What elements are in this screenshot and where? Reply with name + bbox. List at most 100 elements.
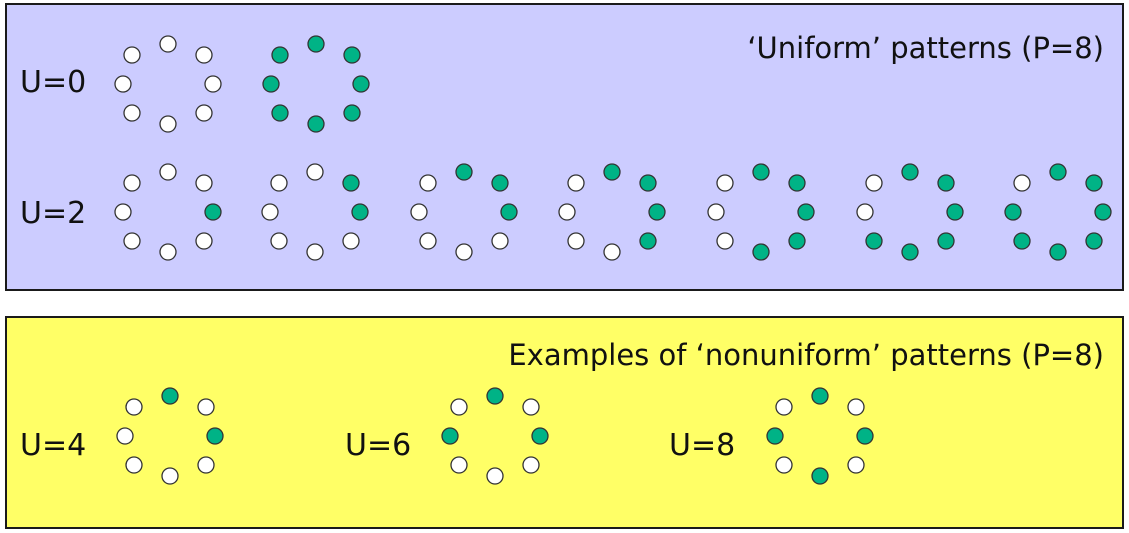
neighbor-bottom-left-empty	[775, 456, 793, 474]
neighbor-bottom-left-empty	[123, 104, 141, 122]
neighbor-bottom-right-empty	[342, 232, 360, 250]
neighbor-bottom-filled	[901, 243, 919, 261]
neighbor-left-empty	[116, 427, 134, 445]
neighbor-bottom-empty	[159, 243, 177, 261]
neighbor-bottom-empty	[486, 467, 504, 485]
neighbor-top-left-empty	[123, 174, 141, 192]
lbp-pattern	[856, 163, 964, 261]
neighbor-top-left-empty	[419, 174, 437, 192]
neighbor-bottom-filled	[307, 115, 325, 133]
uniform-title: ‘Uniform’ patterns (P=8)	[747, 31, 1104, 65]
neighbor-top-filled	[1049, 163, 1067, 181]
neighbor-bottom-right-empty	[491, 232, 509, 250]
neighbor-top-empty	[159, 35, 177, 53]
neighbor-left-empty	[261, 203, 279, 221]
neighbor-right-filled	[500, 203, 518, 221]
neighbor-bottom-filled	[1049, 243, 1067, 261]
neighbor-bottom-empty	[161, 467, 179, 485]
lbp-pattern	[114, 35, 222, 133]
neighbor-top-right-filled	[343, 46, 361, 64]
neighbor-bottom-left-empty	[419, 232, 437, 250]
neighbor-bottom-right-empty	[195, 232, 213, 250]
nonuniform-patterns-panel: Examples of ‘nonuniform’ patterns (P=8) …	[5, 316, 1124, 529]
neighbor-bottom-empty	[159, 115, 177, 133]
neighbor-top-right-empty	[195, 174, 213, 192]
neighbor-left-empty	[856, 203, 874, 221]
neighbor-bottom-empty	[455, 243, 473, 261]
neighbor-left-filled	[1004, 203, 1022, 221]
neighbor-top-right-empty	[847, 398, 865, 416]
neighbor-top-right-filled	[1085, 174, 1103, 192]
neighbor-bottom-left-empty	[125, 456, 143, 474]
neighbor-right-filled	[531, 427, 549, 445]
neighbor-top-right-filled	[788, 174, 806, 192]
lbp-pattern	[558, 163, 666, 261]
neighbor-bottom-right-empty	[522, 456, 540, 474]
neighbor-right-empty	[204, 75, 222, 93]
neighbor-left-filled	[766, 427, 784, 445]
neighbor-left-empty	[707, 203, 725, 221]
neighbor-top-left-empty	[270, 174, 288, 192]
neighbor-top-empty	[159, 163, 177, 181]
neighbor-top-left-empty	[1013, 174, 1031, 192]
neighbor-bottom-filled	[752, 243, 770, 261]
row-label-u2: U=2	[20, 196, 87, 231]
neighbor-bottom-empty	[603, 243, 621, 261]
neighbor-left-filled	[262, 75, 280, 93]
neighbor-right-filled	[946, 203, 964, 221]
neighbor-bottom-left-empty	[716, 232, 734, 250]
row-label-u6: U=6	[345, 428, 412, 463]
neighbor-bottom-left-empty	[270, 232, 288, 250]
neighbor-bottom-filled	[811, 467, 829, 485]
neighbor-left-empty	[558, 203, 576, 221]
neighbor-bottom-empty	[306, 243, 324, 261]
neighbor-bottom-left-filled	[271, 104, 289, 122]
neighbor-right-filled	[648, 203, 666, 221]
neighbor-left-filled	[441, 427, 459, 445]
neighbor-top-left-empty	[775, 398, 793, 416]
nonuniform-title: Examples of ‘nonuniform’ patterns (P=8)	[508, 338, 1104, 372]
lbp-pattern	[114, 163, 222, 261]
neighbor-top-filled	[603, 163, 621, 181]
neighbor-top-filled	[901, 163, 919, 181]
neighbor-right-filled	[1094, 203, 1112, 221]
neighbor-top-filled	[811, 387, 829, 405]
neighbor-top-filled	[455, 163, 473, 181]
neighbor-left-empty	[114, 203, 132, 221]
lbp-pattern	[766, 387, 874, 485]
lbp-pattern	[262, 35, 370, 133]
neighbor-top-left-empty	[716, 174, 734, 192]
neighbor-top-right-empty	[195, 46, 213, 64]
neighbor-top-left-empty	[567, 174, 585, 192]
lbp-pattern	[441, 387, 549, 485]
neighbor-bottom-left-empty	[123, 232, 141, 250]
neighbor-bottom-right-empty	[197, 456, 215, 474]
neighbor-bottom-left-filled	[1013, 232, 1031, 250]
row-label-u8: U=8	[669, 428, 736, 463]
neighbor-top-filled	[161, 387, 179, 405]
neighbor-right-filled	[204, 203, 222, 221]
neighbor-right-filled	[797, 203, 815, 221]
neighbor-top-filled	[486, 387, 504, 405]
lbp-pattern	[1004, 163, 1112, 261]
neighbor-bottom-right-filled	[639, 232, 657, 250]
neighbor-top-empty	[306, 163, 324, 181]
neighbor-right-filled	[352, 75, 370, 93]
lbp-pattern	[116, 387, 224, 485]
neighbor-top-left-empty	[125, 398, 143, 416]
neighbor-top-filled	[752, 163, 770, 181]
row-label-u4: U=4	[20, 428, 87, 463]
row-label-u0: U=0	[20, 65, 87, 100]
neighbor-bottom-left-filled	[865, 232, 883, 250]
neighbor-top-right-filled	[639, 174, 657, 192]
neighbor-top-right-filled	[491, 174, 509, 192]
neighbor-right-filled	[351, 203, 369, 221]
neighbor-left-empty	[410, 203, 428, 221]
neighbor-bottom-right-filled	[343, 104, 361, 122]
uniform-patterns-panel: ‘Uniform’ patterns (P=8) U=0 U=2	[5, 3, 1124, 291]
neighbor-top-left-filled	[271, 46, 289, 64]
neighbor-right-filled	[856, 427, 874, 445]
neighbor-bottom-left-empty	[567, 232, 585, 250]
neighbor-top-filled	[307, 35, 325, 53]
neighbor-top-right-empty	[522, 398, 540, 416]
